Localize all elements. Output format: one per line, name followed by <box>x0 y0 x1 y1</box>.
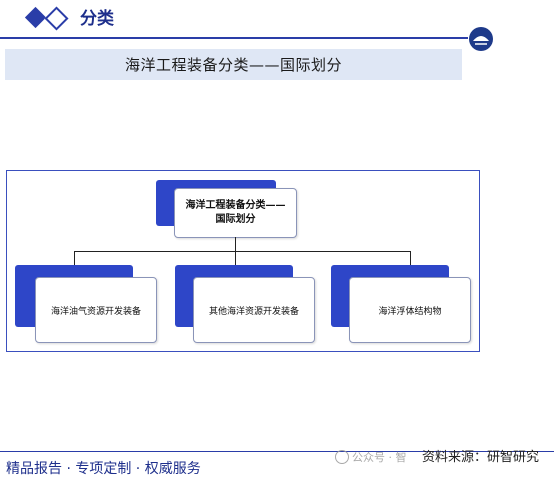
header-diamond-outline-icon <box>44 6 69 31</box>
connector-leaf-1 <box>74 251 75 267</box>
connector-horizontal <box>74 251 410 252</box>
leaf-node-3-label: 海洋浮体结构物 <box>378 306 442 317</box>
root-node-line1: 海洋工程装备分类—— <box>185 200 286 211</box>
connector-leaf-2 <box>235 251 236 267</box>
footer-slogan: 精品报告 · 专项定制 · 权威服务 <box>6 461 201 477</box>
root-node-line2: 国际划分 <box>215 214 256 225</box>
connector-leaf-3 <box>410 251 411 267</box>
root-node: 海洋工程装备分类—— 国际划分 <box>174 188 297 238</box>
diagram-frame: 海洋工程装备分类—— 国际划分 海洋油气资源开发装备 其他海洋资源开发装备 海洋… <box>6 170 480 352</box>
source-note: 资料来源：研智研究 <box>422 450 540 465</box>
connector-root-down <box>235 237 236 251</box>
leaf-node-1-label: 海洋油气资源开发装备 <box>50 306 141 317</box>
section-title: 分类 <box>80 9 114 29</box>
leaf-node-3: 海洋浮体结构物 <box>349 277 471 343</box>
header-divider <box>0 37 468 39</box>
logo-icon <box>469 27 493 51</box>
leaf-node-1: 海洋油气资源开发装备 <box>35 277 157 343</box>
watermark-text: 公众号 · 智 <box>352 451 407 464</box>
watermark: 公众号 · 智 <box>335 449 407 465</box>
leaf-node-2-label: 其他海洋资源开发装备 <box>208 306 299 317</box>
leaf-node-2: 其他海洋资源开发装备 <box>193 277 315 343</box>
header-diamond-icon <box>24 6 47 29</box>
wechat-icon <box>335 450 349 464</box>
footer-divider <box>0 451 554 452</box>
page-title-banner: 海洋工程装备分类——国际划分 <box>5 49 462 80</box>
